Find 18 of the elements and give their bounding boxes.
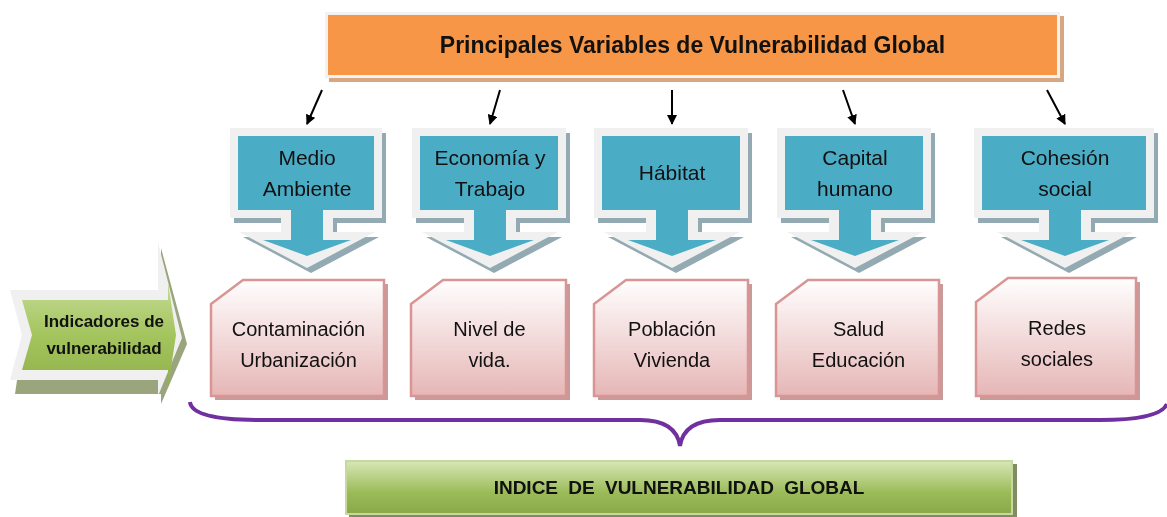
result-title: INDICE DE VULNERABILIDAD GLOBAL	[493, 476, 865, 499]
arrow	[487, 89, 501, 125]
callout-label: Cohesión social	[1019, 144, 1111, 202]
callout-label: Capital humano	[816, 144, 894, 202]
card-text: Redes sociales	[1019, 316, 1095, 372]
arrow	[667, 89, 677, 125]
callout-label: Hábitat	[638, 160, 706, 187]
arrow	[306, 89, 323, 125]
card-text: Salud Educación	[810, 317, 907, 373]
arrow-label: Indicadores de vulnerabilidad	[43, 310, 165, 360]
card-text: Contaminación Urbanización	[230, 317, 367, 373]
callout-label: Economía y Trabajo	[434, 144, 546, 202]
card-text: Población Vivienda	[627, 317, 717, 373]
arrow	[1046, 89, 1066, 125]
banner-title: Principales Variables de Vulnerabilidad Global	[439, 31, 946, 59]
arrow	[842, 89, 857, 125]
card-text: Nivel de vida.	[452, 317, 527, 373]
callout-label: Medio Ambiente	[261, 144, 353, 202]
